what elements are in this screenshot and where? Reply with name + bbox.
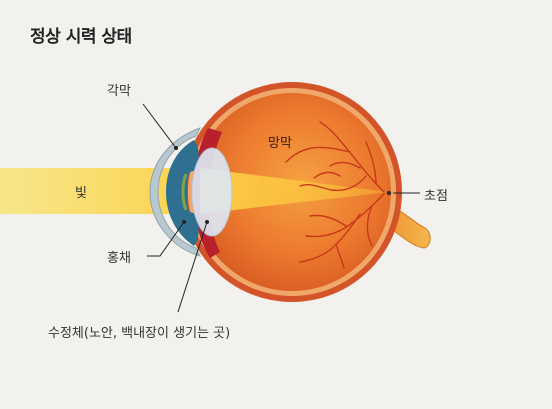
label-iris: 홍채 [107,251,131,266]
retina-vessels [285,121,385,269]
label-light: 빛 [75,186,87,201]
light-beam [0,168,195,214]
label-focus: 초점 [424,189,448,204]
label-cornea: 각막 [107,84,131,99]
page-title: 정상 시력 상태 [30,27,132,47]
label-lens: 수정체(노안, 백내장이 생기는 곳) [48,326,231,341]
pupil-edge [181,173,188,211]
label-retina: 망막 [268,136,292,151]
light-cone [200,168,388,214]
cornea [149,127,202,257]
lens [191,147,233,237]
focus-point [386,190,392,196]
leader-lines [142,103,420,313]
leader-dots [174,146,209,224]
